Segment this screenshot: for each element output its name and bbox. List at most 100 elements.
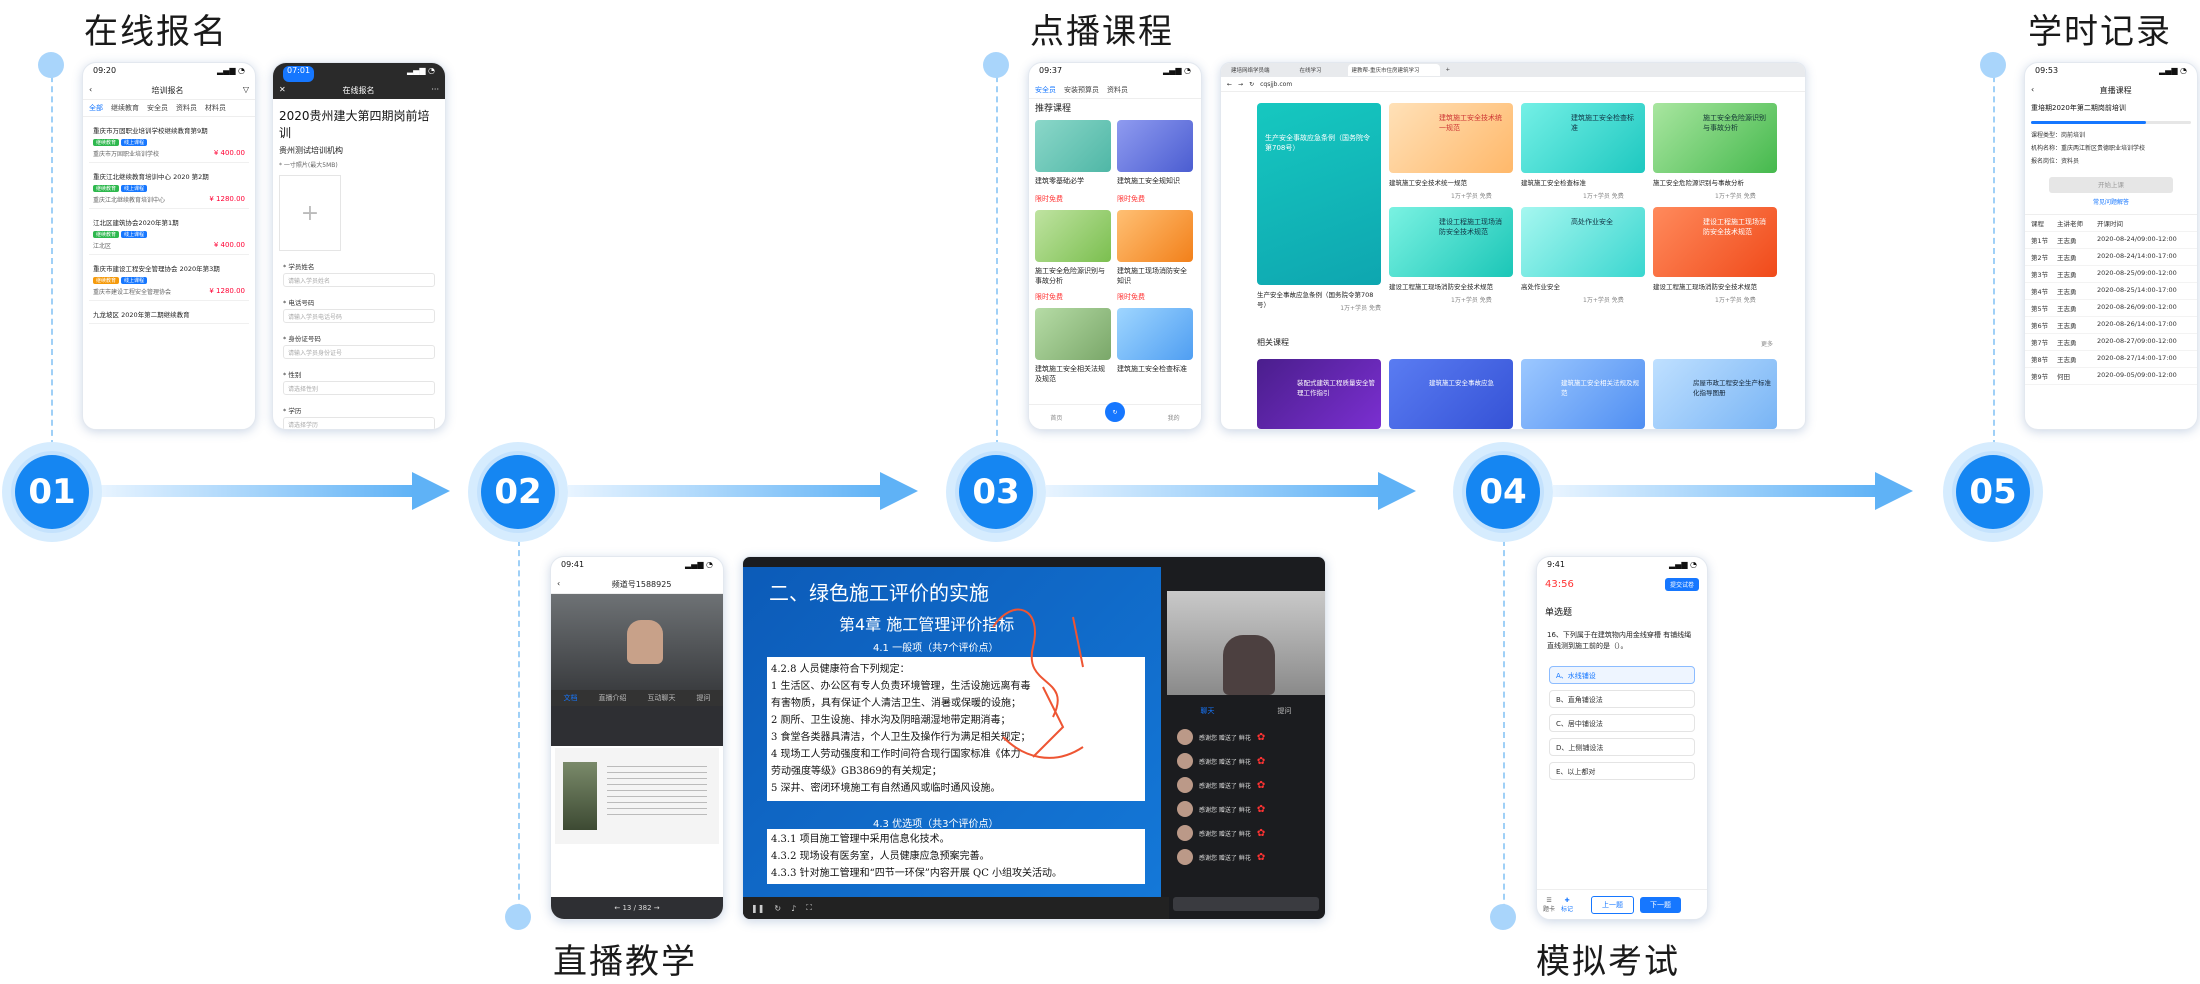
course-thumb[interactable]: [1117, 210, 1193, 262]
back-icon[interactable]: ‹: [557, 579, 561, 588]
back-icon[interactable]: ←: [1227, 80, 1233, 88]
forward-icon[interactable]: →: [1238, 80, 1244, 88]
tab-chat[interactable]: 互动聊天: [647, 694, 676, 702]
option-a[interactable]: A、水线铺设: [1549, 666, 1695, 684]
tab-chat[interactable]: 聊天: [1200, 707, 1215, 715]
back-icon[interactable]: ‹: [2031, 85, 2035, 94]
id-field[interactable]: 请输入学员身份证号: [283, 345, 435, 359]
more-link[interactable]: 更多: [1761, 341, 1774, 348]
chat-input[interactable]: [1173, 897, 1319, 911]
url-input[interactable]: cqsjjb.com: [1260, 80, 1293, 88]
option-e[interactable]: E、以上都对: [1549, 762, 1695, 780]
option-c[interactable]: C、居中铺设法: [1549, 714, 1695, 732]
course-meta: 1万+学员 免费: [1451, 193, 1492, 200]
education-select[interactable]: 请选择学历: [283, 417, 435, 429]
doc-preview[interactable]: [555, 748, 719, 844]
tag-continuing: 继续教育: [93, 185, 120, 192]
course-thumb[interactable]: 建设工程施工现场消防安全技术规范: [1389, 207, 1513, 277]
tab-continuing[interactable]: 继续教育: [111, 104, 139, 112]
phone-field[interactable]: 请输入学员电话号码: [283, 309, 435, 323]
page-indicator: 13 / 382: [622, 904, 652, 912]
start-class-button[interactable]: 开始上课: [2049, 177, 2173, 193]
nav-mine[interactable]: 我的: [1167, 414, 1180, 422]
name-field[interactable]: 请输入学员姓名: [283, 273, 435, 287]
related-thumb[interactable]: 建筑施工安全事故应急: [1389, 359, 1513, 429]
browser-tab-active[interactable]: 建教帮-重庆市住房建筑学习: [1347, 64, 1440, 76]
course-thumb[interactable]: 施工安全危险源识别与事故分析: [1653, 103, 1777, 173]
tab-all[interactable]: 全部: [89, 104, 103, 112]
photo-upload[interactable]: +: [279, 175, 341, 251]
prev-question-button[interactable]: 上一题: [1591, 895, 1635, 914]
refresh-icon[interactable]: ↻: [774, 903, 782, 913]
course-thumb[interactable]: [1117, 308, 1193, 360]
question-text: 16、下列属于在建筑物内用金线穿槽 有铺线绳直线测到施工前的是（）。: [1547, 631, 1692, 650]
list-item[interactable]: 江北区建筑协会2020年第1期 继续教育线上课程 江北区¥ 400.00: [89, 213, 249, 255]
close-icon[interactable]: ✕: [279, 85, 286, 94]
gender-select[interactable]: 请选择性别: [283, 381, 435, 395]
nav-bar: ✕ 在线报名 ···: [273, 82, 445, 99]
list-item[interactable]: 重庆市建设工程安全管理协会 2020年第3期 继续教育线上课程 重庆市建设工程安…: [89, 259, 249, 301]
tab-intro[interactable]: 直播介绍: [598, 694, 627, 702]
info-label: 课程类型：: [2031, 132, 2062, 139]
prev-page-icon[interactable]: ←: [614, 904, 621, 912]
answer-card-icon[interactable]: ☰题卡: [1543, 896, 1556, 913]
course-thumb[interactable]: [1117, 120, 1193, 172]
more-icon[interactable]: ···: [431, 85, 439, 94]
tab-docs[interactable]: 资料员: [1107, 86, 1128, 94]
pause-icon[interactable]: ❚❚: [751, 903, 765, 913]
course-meta: 1万+学员 免费: [1583, 193, 1624, 200]
tab-safety[interactable]: 安全员: [147, 104, 168, 112]
course-name: 建筑施工现场消防安全知识: [1117, 267, 1187, 285]
faq-link[interactable]: 常见问题解答: [2092, 199, 2129, 206]
course-thumb[interactable]: [1035, 308, 1111, 360]
course-thumb[interactable]: 建设工程施工现场消防安全技术规范: [1653, 207, 1777, 277]
tab-docs[interactable]: 资料员: [176, 104, 197, 112]
step-circle-02: 02: [468, 442, 568, 542]
item-title: 重庆市万固职业培训学校继续教育第9期: [93, 127, 208, 135]
connector-4: [1503, 540, 1505, 920]
back-icon[interactable]: ‹: [89, 85, 93, 94]
course-thumb[interactable]: [1035, 120, 1111, 172]
course-thumb[interactable]: [1035, 210, 1111, 262]
course-thumb[interactable]: 建筑施工安全检查标准: [1521, 103, 1645, 173]
doc-pager: ← 13 / 382 →: [551, 897, 723, 919]
tab-material[interactable]: 材料员: [205, 104, 226, 112]
course-thumb[interactable]: 建筑施工安全技术统一规范: [1389, 103, 1513, 173]
teacher-video[interactable]: [1167, 591, 1325, 695]
tab-safety[interactable]: 安全员: [1035, 86, 1056, 94]
list-item[interactable]: 九龙坡区 2020年第二期继续教育: [89, 305, 249, 324]
new-tab-icon[interactable]: +: [1445, 67, 1451, 73]
hero-banner[interactable]: 生产安全事故应急条例（国务院令第708号）: [1257, 103, 1381, 285]
chat-message: 感谢您 赠送了 鲜花✿: [1177, 825, 1315, 841]
tab-question[interactable]: 提问: [696, 694, 711, 702]
slide-line: 5 深井、密闭环境施工有自然通风或临时通风设施。: [771, 783, 1001, 794]
related-thumb[interactable]: 装配式建筑工程质量安全管理工作指引: [1257, 359, 1381, 429]
filter-icon[interactable]: ▽: [242, 85, 249, 94]
list-item[interactable]: 重庆市万固职业培训学校继续教育第9期 继续教育线上课程 重庆市万固职业培训学校¥…: [89, 121, 249, 163]
browser-tab[interactable]: 在线学习: [1299, 68, 1322, 74]
tag-continuing: 继续教育: [93, 277, 120, 284]
related-thumb[interactable]: 房屋市政工程安全生产标准化指导图册: [1653, 359, 1777, 429]
next-question-button[interactable]: 下一题: [1640, 896, 1682, 913]
tab-question[interactable]: 提问: [1277, 707, 1292, 715]
nav-study-icon[interactable]: ↻: [1105, 402, 1125, 422]
next-page-icon[interactable]: →: [653, 904, 660, 912]
option-d[interactable]: D、上侧铺设法: [1549, 738, 1695, 756]
signal-icon: ▂▄▆ ◔: [1163, 66, 1191, 75]
live-video[interactable]: [551, 594, 723, 690]
browser-tab[interactable]: 建培网络学员端: [1231, 68, 1270, 74]
related-thumb[interactable]: 建筑施工安全相关法规及规范: [1521, 359, 1645, 429]
list-item[interactable]: 重庆江北继续教育培训中心 2020 第2期 继续教育线上课程 重庆江北继续教育培…: [89, 167, 249, 209]
reload-icon[interactable]: ↻: [1249, 80, 1255, 88]
slide-chapter: 第4章 施工管理评价指标: [839, 615, 1015, 634]
course-thumb[interactable]: 高处作业安全: [1521, 207, 1645, 277]
volume-icon[interactable]: ♪: [791, 903, 797, 913]
nav-home[interactable]: 首页: [1050, 414, 1063, 422]
tab-budget[interactable]: 安装预算员: [1064, 86, 1099, 94]
mark-icon[interactable]: ✚标记: [1561, 896, 1574, 913]
option-b[interactable]: B、直角铺设法: [1549, 690, 1695, 708]
tab-doc[interactable]: 文档: [563, 694, 578, 702]
submit-exam-button[interactable]: 提交试卷: [1664, 578, 1699, 591]
fullscreen-icon[interactable]: ⛶: [806, 903, 812, 912]
